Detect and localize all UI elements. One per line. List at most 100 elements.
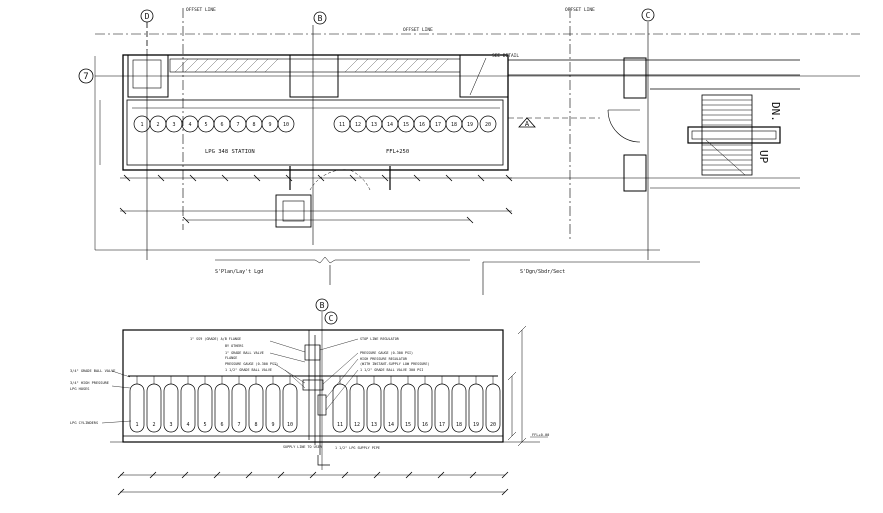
column-c-top bbox=[623, 57, 647, 99]
note-left-2: 3/4" HIGH PRESSURE bbox=[70, 381, 109, 385]
plan-cyl-13: 13 bbox=[371, 122, 377, 128]
elev-cyl-2: 2 bbox=[152, 422, 155, 428]
grid-label-b: B bbox=[318, 14, 323, 23]
note-bottom-1: SUPPLY LINE TO USER bbox=[283, 445, 323, 449]
grid-label-d: D bbox=[145, 12, 150, 21]
elev-cyl-18: 18 bbox=[456, 422, 462, 428]
ffl-label: FFL+250 bbox=[386, 149, 409, 155]
door-swing-right bbox=[607, 109, 641, 143]
grid-bubble-b bbox=[313, 11, 327, 25]
note-left-4: LPG CYLINDERS bbox=[70, 421, 98, 425]
grid-bubble-c bbox=[641, 8, 655, 22]
elev-cyl-19: 19 bbox=[473, 422, 479, 428]
grid-marker-a bbox=[518, 117, 536, 128]
plan-cyl-15: 15 bbox=[403, 122, 409, 128]
elev-cyl-8: 8 bbox=[254, 422, 257, 428]
elev-cyl-6: 6 bbox=[220, 422, 223, 428]
plan-cyl-16: 16 bbox=[419, 122, 425, 128]
note-right-5: 1 1/2" GRADE BALL VALVE 300 PSI bbox=[360, 368, 423, 372]
stair bbox=[687, 94, 781, 176]
grid-label-7: 7 bbox=[83, 72, 88, 82]
elev-cyl-1: 1 bbox=[135, 422, 138, 428]
note-center-3: 1" GRADE BALL VALVE bbox=[225, 351, 264, 355]
elevation-view: B C bbox=[70, 298, 549, 496]
plan-caption-rule-left bbox=[215, 256, 470, 264]
plan-view: D B C 7 OFFSET LINE OFFSET LINE OFFSET L… bbox=[78, 7, 860, 295]
offset-line-left-label: OFFSET LINE bbox=[186, 7, 216, 13]
elev-cyl-10: 10 bbox=[287, 422, 293, 428]
plan-cyl-6: 6 bbox=[220, 122, 223, 128]
elevation-height-dims bbox=[507, 325, 527, 447]
supply-pipe-exit bbox=[317, 455, 330, 466]
see-detail-leader bbox=[469, 57, 487, 96]
plan-cylinders-right bbox=[333, 115, 497, 133]
plan-dimensions bbox=[94, 56, 660, 251]
elev-cyl-16: 16 bbox=[422, 422, 428, 428]
column-center bbox=[289, 54, 339, 98]
plan-cyl-12: 12 bbox=[355, 122, 361, 128]
stair-up-label: UP bbox=[757, 150, 770, 164]
note-center-leaders bbox=[269, 340, 306, 389]
plan-cylinders-left bbox=[133, 115, 295, 133]
grid-bubble-7 bbox=[78, 68, 94, 84]
top-wall-hatch-lines bbox=[174, 58, 449, 73]
stair-dn-label: DN. bbox=[769, 102, 782, 122]
offset-line-right-label: OFFSET LINE bbox=[565, 7, 595, 13]
plan-cyl-11: 11 bbox=[339, 122, 345, 128]
note-right-leaders bbox=[319, 338, 359, 411]
elev-cyl-20: 20 bbox=[490, 422, 496, 428]
elevation-valves-right bbox=[339, 376, 494, 384]
column-left bbox=[127, 54, 169, 98]
elev-cyl-13: 13 bbox=[371, 422, 377, 428]
plan-dimension-ticks bbox=[119, 174, 513, 224]
note-center-1: 1" SS9 (GRADE) A/B FLANGE bbox=[190, 337, 241, 341]
note-right-1: STOP LINE REGULATOR bbox=[360, 337, 400, 341]
plan-cyl-18: 18 bbox=[451, 122, 457, 128]
note-right-4: (WITH INSTANT-SUPPLY LOW PRESSURE) bbox=[360, 362, 429, 366]
grid-label-a: A bbox=[525, 120, 530, 128]
elevation-grid-bubble-b bbox=[315, 298, 329, 312]
elevation-grid-label-c: C bbox=[329, 314, 334, 323]
floor-level-label: FFL+0.00 bbox=[532, 433, 549, 437]
elevation-riser bbox=[302, 330, 327, 455]
note-center-6: 1 1/2" GRADE BALL VALVE bbox=[225, 368, 272, 372]
plan-cyl-17: 17 bbox=[435, 122, 441, 128]
note-center-5: PRESSURE GAUGE (0-300 PSI) bbox=[225, 362, 278, 366]
elevation-bottom-dims bbox=[120, 474, 505, 493]
plan-cyl-3: 3 bbox=[172, 122, 175, 128]
elevation-valves-left bbox=[136, 376, 291, 384]
plan-cyl-2: 2 bbox=[156, 122, 159, 128]
note-right-2: PRESSURE GAUGE (0-300 PSI) bbox=[360, 351, 413, 355]
plan-cyl-19: 19 bbox=[467, 122, 473, 128]
elev-cyl-9: 9 bbox=[271, 422, 274, 428]
note-center-2: BY OTHERS bbox=[225, 344, 243, 348]
plan-cyl-10: 10 bbox=[283, 122, 289, 128]
elev-cyl-12: 12 bbox=[354, 422, 360, 428]
plan-cyl-14: 14 bbox=[387, 122, 393, 128]
note-left-leaders bbox=[101, 370, 132, 424]
column-right bbox=[459, 54, 509, 98]
elev-cyl-14: 14 bbox=[388, 422, 394, 428]
plan-cyl-20: 20 bbox=[485, 122, 491, 128]
note-center-4: FLANGE bbox=[225, 356, 237, 360]
note-bottom-2: 1 1/2" LPG SUPPLY PIPE bbox=[335, 446, 380, 450]
note-left-1: 3/4" GRADE BALL VALVE bbox=[70, 369, 115, 373]
elev-cyl-7: 7 bbox=[237, 422, 240, 428]
plan-cyl-9: 9 bbox=[268, 122, 271, 128]
plan-cyl-1: 1 bbox=[140, 122, 143, 128]
elevation-dim-ticks bbox=[117, 471, 509, 496]
plan-cyl-5: 5 bbox=[204, 122, 207, 128]
top-wall-hatch bbox=[169, 58, 461, 73]
elev-cyl-17: 17 bbox=[439, 422, 445, 428]
entry-door-swing bbox=[309, 169, 371, 191]
note-left-3: LPG HOSES bbox=[70, 387, 89, 391]
room-inner-wall bbox=[126, 99, 504, 166]
grid-bubble-d bbox=[140, 9, 154, 23]
column-c-bottom bbox=[623, 154, 647, 192]
elev-cyl-5: 5 bbox=[203, 422, 206, 428]
elevation-frame bbox=[122, 329, 504, 443]
elev-cyl-3: 3 bbox=[169, 422, 172, 428]
plan-caption-left: S'Plan/Lay't Lgd bbox=[215, 269, 263, 275]
elevation-cylinders-right bbox=[332, 383, 501, 433]
see-detail-label: SEE DETAIL bbox=[492, 53, 519, 59]
